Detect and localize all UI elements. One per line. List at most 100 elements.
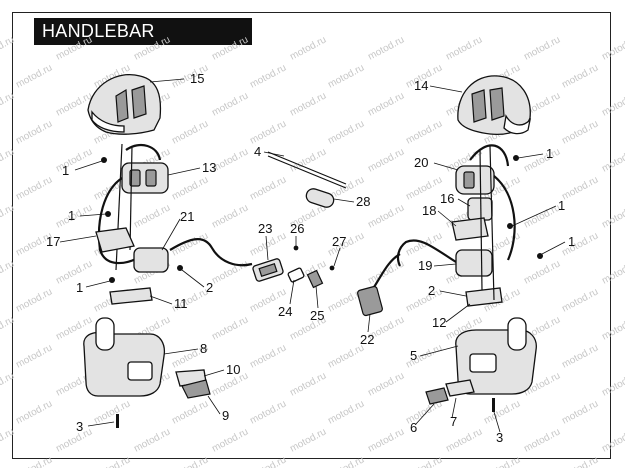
- watermark-text: motod.ru: [288, 90, 328, 118]
- watermark-text: motod.ru: [54, 146, 94, 174]
- watermark-text: motod.ru: [366, 90, 406, 118]
- watermark-text: motod.ru: [0, 90, 16, 118]
- watermark-text: motod.ru: [482, 454, 522, 468]
- right-switch-20: [455, 165, 495, 195]
- connector-22: [357, 285, 383, 317]
- diagram-border: [12, 12, 611, 459]
- callout-9: 9: [222, 408, 229, 423]
- watermark-text: motod.ru: [132, 426, 172, 454]
- callout-1: 1: [62, 163, 69, 178]
- callout-6: 6: [410, 420, 417, 435]
- right-switch-19: [455, 249, 493, 277]
- watermark-text: motod.ru: [248, 62, 288, 90]
- watermark-text: motod.ru: [132, 202, 172, 230]
- callout-10: 10: [226, 362, 240, 377]
- center-parts: [252, 151, 401, 317]
- callout-15: 15: [190, 71, 204, 86]
- watermark-text: motod.ru: [600, 202, 625, 230]
- watermark-text: motod.ru: [404, 174, 444, 202]
- watermark-text: motod.ru: [522, 34, 562, 62]
- watermark-text: motod.ru: [0, 202, 16, 230]
- watermark-text: motod.ru: [326, 398, 366, 426]
- watermark-text: motod.ru: [288, 370, 328, 398]
- callout-17: 17: [46, 234, 60, 249]
- watermark-text: motod.ru: [366, 146, 406, 174]
- callout-2: 2: [428, 283, 435, 298]
- watermark-text: motod.ru: [210, 202, 250, 230]
- callout-5: 5: [410, 348, 417, 363]
- callout-3: 3: [76, 419, 83, 434]
- watermark-text: motod.ru: [522, 146, 562, 174]
- seal-25: [306, 269, 324, 289]
- watermark-text: motod.ru: [560, 118, 600, 146]
- pin-26: [293, 245, 299, 251]
- left-lever-9: [181, 379, 211, 399]
- callout-1: 1: [558, 198, 565, 213]
- watermark-text: motod.ru: [600, 146, 625, 174]
- watermark-text: motod.ru: [522, 426, 562, 454]
- watermark-text: motod.ru: [0, 146, 16, 174]
- diagram-title: HANDLEBAR SWITCHES: [34, 18, 252, 68]
- watermark-text: motod.ru: [14, 174, 54, 202]
- watermark-text: motod.ru: [404, 454, 444, 468]
- watermark-text: motod.ru: [170, 398, 210, 426]
- callout-3: 3: [496, 430, 503, 445]
- watermark-text: motod.ru: [288, 426, 328, 454]
- callout-26: 26: [290, 221, 304, 236]
- right-switch-assembly: [396, 75, 543, 412]
- watermark-text: motod.ru: [366, 370, 406, 398]
- watermark-text: motod.ru: [366, 426, 406, 454]
- watermark-text: motod.ru: [404, 118, 444, 146]
- watermark-text: motod.ru: [600, 34, 625, 62]
- pin-27: [329, 265, 335, 271]
- callout-25: 25: [310, 308, 324, 323]
- callout-1: 1: [546, 146, 553, 161]
- watermark-text: motod.ru: [210, 426, 250, 454]
- watermark-text: motod.ru: [288, 34, 328, 62]
- callout-2: 2: [206, 280, 213, 295]
- callout-7: 7: [450, 414, 457, 429]
- watermark-text: motod.ru: [560, 230, 600, 258]
- callout-23: 23: [258, 221, 272, 236]
- callout-19: 19: [418, 258, 432, 273]
- watermark-text: motod.ru: [600, 258, 625, 286]
- watermark-text: motod.ru: [482, 398, 522, 426]
- callout-11: 11: [174, 296, 188, 311]
- watermark-text: motod.ru: [210, 34, 250, 62]
- terminal-24: [287, 267, 305, 283]
- watermark-text: motod.ru: [210, 314, 250, 342]
- watermark-text: motod.ru: [366, 34, 406, 62]
- watermark-text: motod.ru: [444, 34, 484, 62]
- callout-27: 27: [332, 234, 346, 249]
- watermark-text: motod.ru: [248, 342, 288, 370]
- callout-18: 18: [422, 203, 436, 218]
- watermark-text: motod.ru: [14, 454, 54, 468]
- watermark-text: motod.ru: [170, 454, 210, 468]
- callout-24: 24: [278, 304, 292, 319]
- sleeve-28: [305, 188, 335, 208]
- watermark-text: motod.ru: [0, 370, 16, 398]
- callout-13: 13: [202, 160, 216, 175]
- watermark-text: motod.ru: [560, 62, 600, 90]
- watermark-text: motod.ru: [326, 454, 366, 468]
- callout-12: 12: [432, 315, 446, 330]
- watermark-text: motod.ru: [326, 62, 366, 90]
- watermark-text: motod.ru: [522, 258, 562, 286]
- watermark-text: motod.ru: [170, 230, 210, 258]
- watermark-text: motod.ru: [0, 314, 16, 342]
- callout-8: 8: [200, 341, 207, 356]
- callout-21: 21: [180, 209, 194, 224]
- watermark-text: motod.ru: [54, 426, 94, 454]
- callout-1: 1: [568, 234, 575, 249]
- callout-4: 4: [254, 144, 261, 159]
- callout-14: 14: [414, 78, 428, 93]
- callout-28: 28: [356, 194, 370, 209]
- watermark-text: motod.ru: [600, 314, 625, 342]
- watermark-text: motod.ru: [404, 230, 444, 258]
- watermark-text: motod.ru: [522, 202, 562, 230]
- right-bracket-18: [451, 217, 489, 241]
- callout-1: 1: [76, 280, 83, 295]
- watermark-text: motod.ru: [0, 258, 16, 286]
